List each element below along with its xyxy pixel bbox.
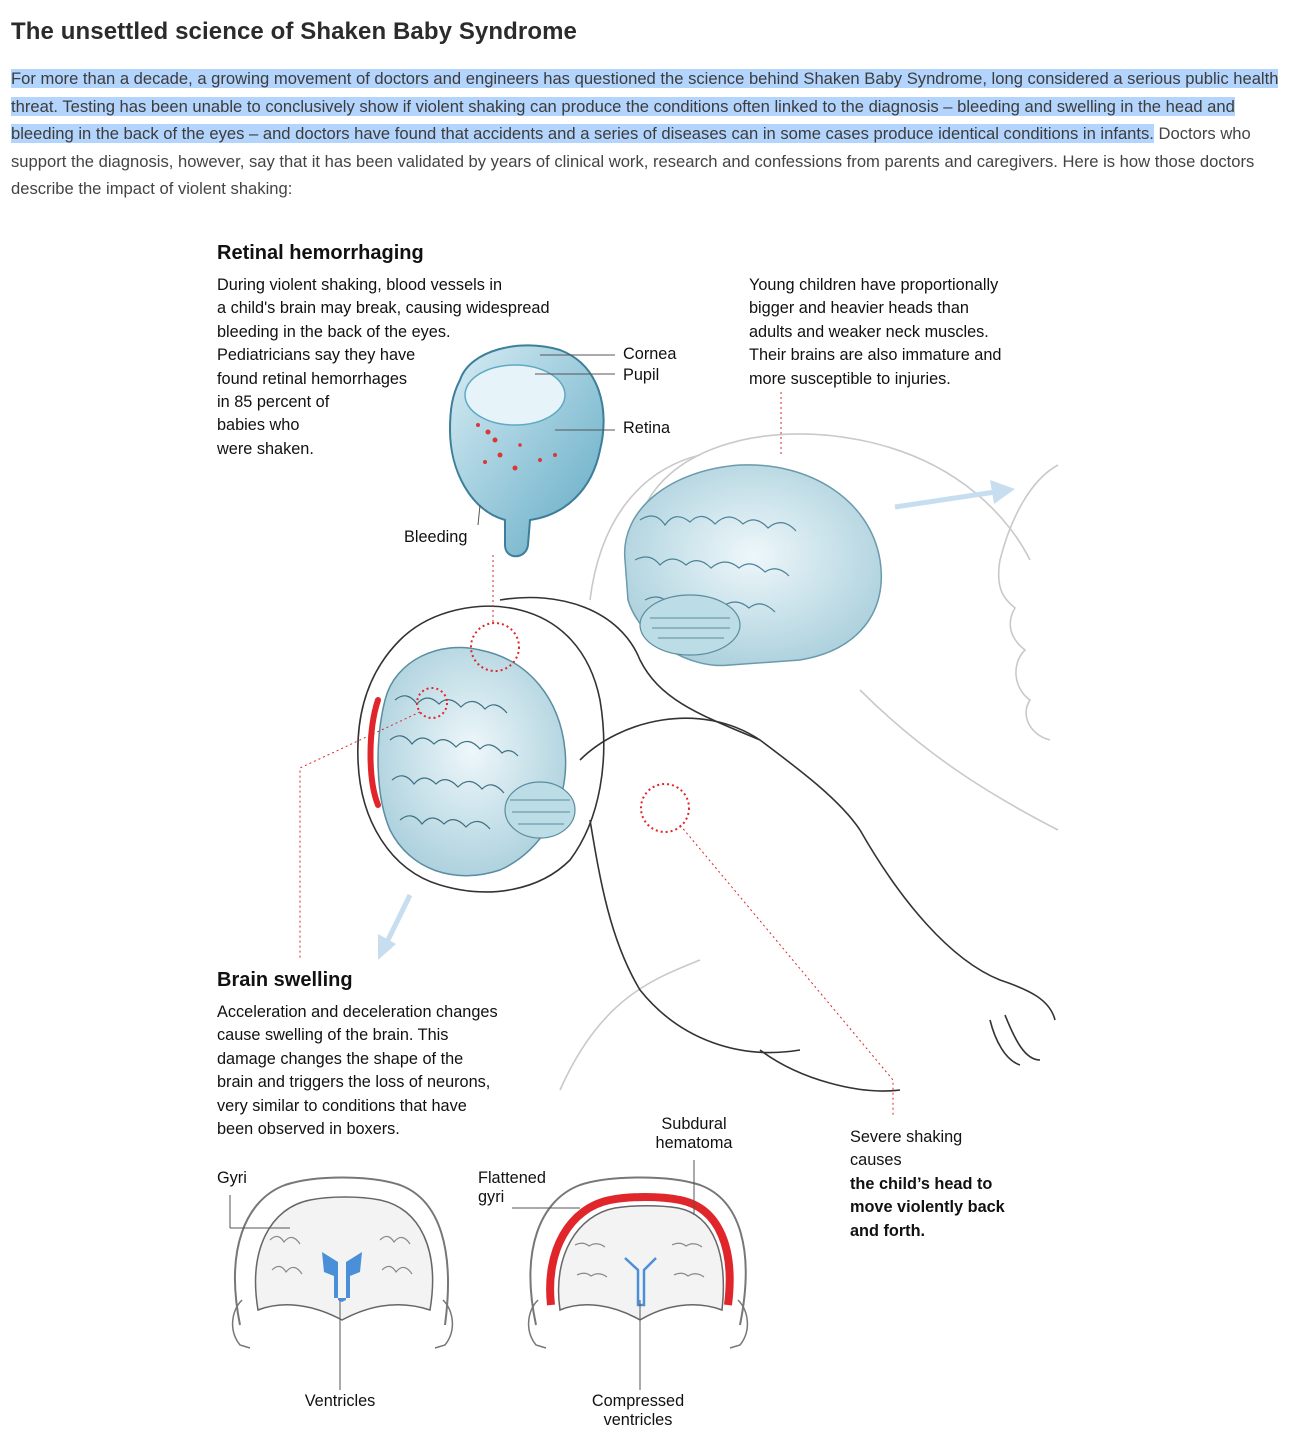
text-line: Young children have proportionally [749,276,999,294]
motion-arrow-right [894,480,1015,510]
callout-circles [416,622,690,833]
text-line: bigger and heavier heads than [749,299,969,318]
text-line: bleeding in the back of the eyes. [217,322,451,341]
text-line: babies who [217,416,300,435]
flattened-gyri-label: Flattened gyri [478,1169,546,1207]
bleeding-label: Bleeding [404,528,468,546]
text-line: causes [850,1151,902,1170]
text-line: more susceptible to injuries. [749,369,951,388]
text-line-bold: and forth. [850,1221,926,1240]
text-line: Subdural [661,1115,727,1133]
text-line: been observed in boxers. [217,1120,400,1139]
text-line: very similar to conditions that have [217,1096,467,1115]
baby-head [357,605,605,893]
text-line: Acceleration and deceleration changes [217,1003,498,1021]
retinal-hemorrhaging-title: Retinal hemorrhaging [217,242,424,264]
retina-label: Retina [623,419,671,437]
compressed-ventricles-label: Compressed ventricles [568,1392,708,1430]
callout-leader-lines [299,555,894,1115]
text-line: found retinal hemorrhages [217,369,408,388]
cross-section-swollen [512,1160,749,1390]
subdural-hematoma-label: Subdural hematoma [634,1115,754,1153]
intro-selected-text: For more than a decade, a growing moveme… [11,69,1279,144]
text-line: brain and triggers the loss of neurons, [217,1073,491,1092]
young-children-text: Young children have proportionally bigge… [749,274,1001,391]
cornea-label: Cornea [623,345,677,363]
severe-shaking-text: Severe shaking causes the child’s head t… [850,1126,1005,1243]
text-line: a child's brain may break, causing wides… [217,299,550,318]
brain-swelling-text: Acceleration and deceleration changes ca… [217,1001,498,1141]
text-line: Pediatricians say they have [217,346,416,365]
eye-leader-lines [477,354,615,526]
text-line: ventricles [603,1411,673,1429]
text-line: adults and weaker neck muscles. [749,322,989,341]
eyeball-illustration [448,344,605,558]
text-line: damage changes the shape of the [217,1049,464,1068]
text-line-bold: the child’s head to [850,1174,993,1193]
text-line: in 85 percent of [217,393,330,412]
baby-brain-illustration [367,646,576,877]
text-line: Flattened [478,1169,546,1187]
text-line-bold: move violently back [850,1198,1005,1217]
text-line: Severe shaking [850,1128,963,1146]
adult-figure [559,433,1059,1091]
text-line: hematoma [655,1134,733,1152]
text-line: gyri [478,1188,505,1206]
retinal-hemorrhaging-text: During violent shaking, blood vessels in… [217,274,550,461]
ventricles-label: Ventricles [304,1392,376,1410]
text-line: cause swelling of the brain. This [217,1026,449,1045]
pupil-label: Pupil [623,366,660,384]
gyri-label: Gyri [217,1169,247,1187]
intro-rest-text: Doctors who support the diagnosis, howev… [11,124,1255,199]
text-line: were shaken. [217,439,314,458]
intro-paragraph: For more than a decade, a growing moveme… [11,65,1291,203]
baby-body [499,596,1056,1092]
motion-arrow-down-left [378,893,413,960]
page-title: The unsettled science of Shaken Baby Syn… [11,18,577,45]
text-line: Their brains are also immature and [749,346,1002,365]
cross-section-normal [229,1176,454,1390]
brain-swelling-title: Brain swelling [217,969,353,991]
text-line: Compressed [591,1392,685,1410]
adult-brain-illustration [624,464,882,667]
text-line: During violent shaking, blood vessels in [217,276,503,294]
